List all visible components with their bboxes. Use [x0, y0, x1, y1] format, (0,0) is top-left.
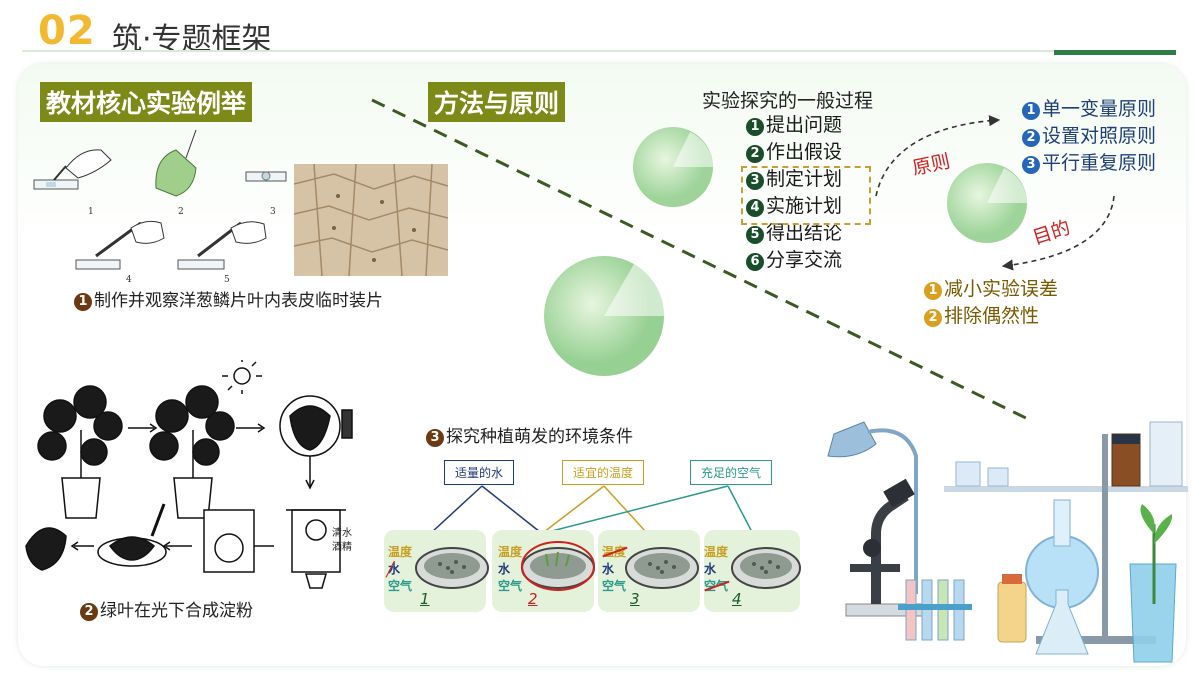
- dish1-vars: 温度 水╱ 空气: [386, 545, 413, 593]
- dish-number-3: 3: [630, 590, 640, 608]
- header-divider: [22, 50, 1062, 52]
- starch-photosynthesis-illustration: 清水 酒精: [25, 360, 353, 589]
- step-num-5: 5: [224, 275, 230, 285]
- condition-temperature: 适宜的温度: [562, 460, 645, 485]
- onion-cell-micrograph: [294, 164, 448, 276]
- tag-textbook-experiments: 教材核心实验例举: [40, 82, 253, 122]
- lab-equipment-illustration: [827, 421, 1188, 663]
- beaker-label-water: 清水: [332, 526, 352, 539]
- step-num-1: 1: [88, 207, 94, 217]
- deco-circle-1: [633, 127, 713, 207]
- step-num-3: 3: [270, 207, 276, 217]
- dish-number-2: 2: [528, 590, 538, 608]
- tag-methods-principles: 方法与原则: [428, 82, 566, 122]
- dish4-vars: 温度 水 空气: [704, 544, 730, 595]
- condition-air: 充足的空气: [690, 460, 773, 485]
- dish-number-4: 4: [732, 590, 742, 608]
- step-num-2: 2: [178, 207, 184, 217]
- dish-number-1: 1: [420, 590, 430, 608]
- process-title: 实验探究的一般过程: [702, 90, 874, 112]
- plan-highlight-box: [741, 166, 871, 225]
- step-num-4: 4: [126, 275, 132, 285]
- condition-water: 适量的水: [444, 460, 515, 485]
- dish2-vars: 温度 水 空气: [498, 545, 523, 593]
- header-accent-bar: [1054, 50, 1176, 55]
- deco-circle-3: [947, 163, 1027, 243]
- beaker-label-alcohol: 酒精: [332, 540, 352, 553]
- onion-slide-steps-illustration: 1 2 3 4 5: [33, 129, 287, 285]
- deco-circle-2: [544, 256, 664, 376]
- dish3-vars: 温度 水 空气: [602, 544, 628, 595]
- section-number: 02: [38, 8, 96, 54]
